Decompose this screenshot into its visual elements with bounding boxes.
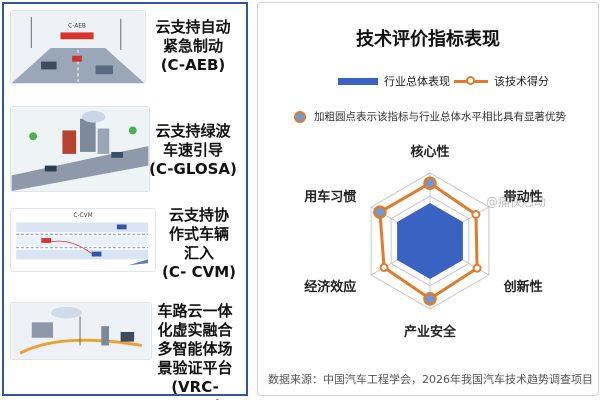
axis-label-3: 创新性: [503, 279, 543, 295]
axis-label-2: 带动性: [504, 189, 543, 205]
chart-panel: 技术评价指标表现 行业总体表现 该技术得分 加粗圆点表示该指标与行业总体水平相比…: [257, 2, 599, 396]
axis-label-4: 产业安全: [404, 324, 457, 340]
feature-label-c-cvm: 云支持协 作式车辆 汇入 (C- CVM): [161, 206, 237, 281]
legend-swatch-industry: [338, 77, 378, 85]
highlight-dot-icon: [294, 110, 306, 123]
chart-title: 技术评价指标表现: [356, 29, 500, 50]
feature-row-c-aeb: C-AEB 云支持自动 紧急制动 (C-AEB): [4, 8, 246, 94]
tech-point-5: [379, 263, 389, 273]
chart-note: 加粗圆点表示该指标与行业总体水平相比具有显著优势: [294, 109, 566, 124]
feature-label-c-aeb: 云支持自动 紧急制动 (C-AEB): [155, 18, 231, 74]
c-cvm-diagram: C-CVM: [10, 208, 156, 272]
legend-label-tech: 该技术得分: [494, 75, 549, 88]
axis-label-5: 经济效应: [304, 279, 356, 295]
tech-point-6: [373, 205, 387, 219]
feature-row-c-glosa: 云支持绿波 车速引导 (C-GLOSA): [4, 104, 246, 200]
tech-point-1: [423, 176, 437, 190]
tech-point-3: [472, 263, 482, 273]
c-aeb-diagram-label: C-AEB: [68, 24, 86, 30]
c-glosa-diagram-drawing: [11, 107, 149, 191]
c-aeb-diagram-drawing: C-AEB: [11, 11, 145, 83]
series-area-industry: [397, 203, 463, 279]
feature-row-vrc-hvrp: 车路云一体 化虚实融合 多智能体场 景验证平台 (VRC- HVRP): [4, 298, 246, 400]
chart-source: 数据来源：中国汽车工程学会，2026年我国汽车技术趋势调查项目: [268, 373, 593, 386]
c-cvm-diagram-label: C-CVM: [73, 213, 92, 219]
vrc-hvrp-diagram: [10, 302, 152, 360]
c-cvm-diagram-drawing: C-CVM: [12, 209, 154, 271]
chart-note-text: 加粗圆点表示该指标与行业总体水平相比具有显著优势: [314, 111, 566, 123]
watermark-text: @痛快芯动: [486, 195, 547, 209]
axis-label-1: 核心性: [410, 144, 449, 160]
legend-item-tech: 该技术得分: [454, 73, 549, 89]
tech-point-2: [471, 209, 481, 219]
feature-label-vrc-hvrp: 车路云一体 化虚实融合 多智能体场 景验证平台 (VRC- HVRP): [157, 302, 233, 400]
legend-item-industry: 行业总体表现: [338, 73, 450, 89]
feature-list-panel: C-AEB 云支持自动 紧急制动 (C-AEB): [2, 2, 248, 400]
feature-label-c-glosa: 云支持绿波 车速引导 (C-GLOSA): [149, 122, 237, 178]
legend-label-industry: 行业总体表现: [384, 75, 450, 88]
feature-row-c-cvm: C-CVM 云支持协 作式车辆 汇入 (C- CVM): [4, 204, 246, 300]
axis-label-6: 用车习惯: [303, 189, 356, 205]
vrc-hvrp-diagram-drawing: [12, 303, 150, 359]
legend-swatch-tech: [454, 75, 488, 85]
tech-point-4: [423, 292, 437, 306]
c-aeb-diagram: C-AEB: [10, 10, 146, 84]
c-glosa-diagram: [10, 106, 150, 192]
